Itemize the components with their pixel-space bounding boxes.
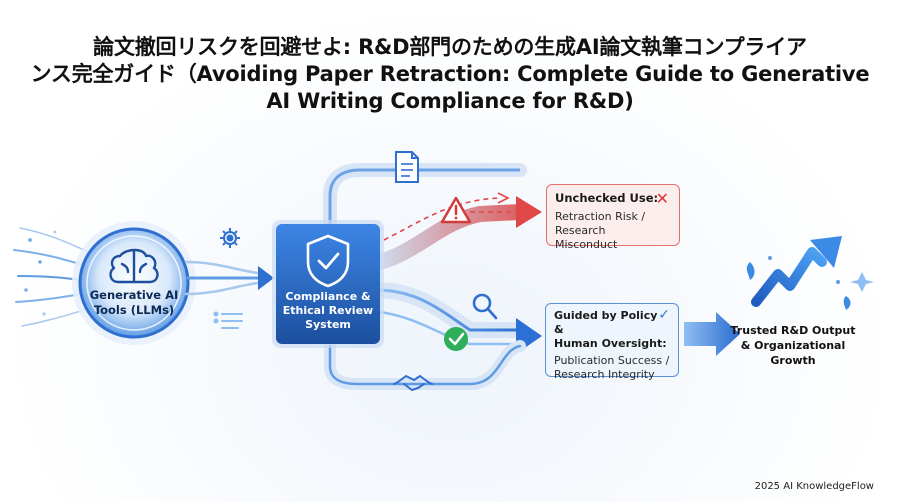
document-icon [395,151,419,183]
output-label: Trusted R&D Output & Organizational Grow… [730,324,856,367]
success-description: Publication Success / Research Integrity [554,354,670,382]
risk-box: Unchecked Use: ✕ Retraction Risk / Resea… [546,184,680,251]
growth-arrow-icon [746,236,874,310]
title-line-3: AI Writing Compliance for R&D) [266,89,634,113]
title-line-1: 論文撤回リスクを回避せよ: R&D部門のための生成AI論文執筆コンプライア [93,35,807,59]
checkmark-icon: ✓ [658,307,670,323]
success-flow-paths [372,282,542,354]
ai-tools-label: Generative AI Tools (LLMs) [89,288,179,317]
risk-title: Unchecked Use: [555,191,659,205]
risk-description: Retraction Risk / Research Misconduct [555,210,671,252]
success-desc-line-2: Research Integrity [554,368,655,381]
magnifier-icon [472,293,498,320]
list-lines-icon [213,311,243,329]
risk-flow-path [372,192,542,270]
shield-icon [306,234,350,288]
output-arrow [684,312,740,356]
upper-flow-path [323,163,527,231]
credit-text: 2025 AI KnowledgeFlow [754,481,874,492]
flow-arrow-ai-to-compliance [184,260,274,296]
brain-icon [109,248,159,284]
page-title: 論文撤回リスクを回避せよ: R&D部門のための生成AI論文執筆コンプライア ンス… [30,34,870,115]
risk-desc-line-1: Retraction Risk / [555,210,646,223]
lower-loop-path [324,340,526,390]
success-desc-line-1: Publication Success / [554,354,670,367]
gear-icon [220,228,240,248]
title-line-2: ンス完全ガイド（Avoiding Paper Retraction: Compl… [30,62,870,86]
compliance-node [272,220,384,348]
success-title-line-2: Human Oversight: [554,337,667,350]
risk-desc-line-2: Research Misconduct [555,224,618,251]
compliance-label: Compliance & Ethical Review System [282,290,374,331]
check-circle-icon [444,327,468,351]
success-title: Guided by Policy & Human Oversight: [554,309,670,351]
close-icon: ✕ [655,189,669,208]
success-title-line-1: Guided by Policy & [554,309,658,336]
handshake-icon [393,375,433,391]
warning-icon [440,196,472,224]
success-box: Guided by Policy & Human Oversight: ✓ Pu… [545,303,679,381]
